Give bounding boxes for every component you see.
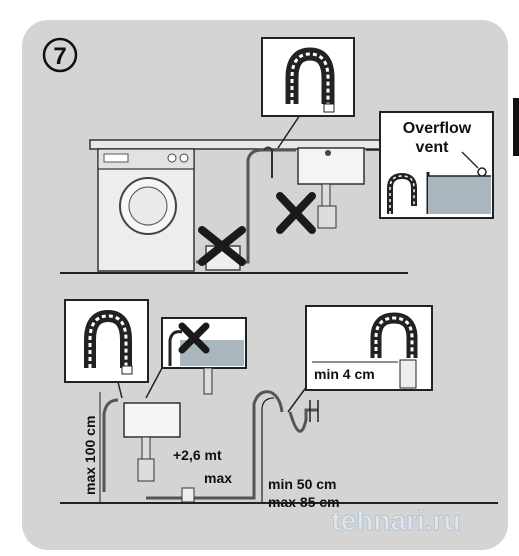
step-badge: 7 bbox=[42, 37, 78, 73]
overflow-label: Overflow bbox=[403, 120, 472, 137]
sink-callout-crossed bbox=[161, 317, 247, 369]
cross-icon bbox=[178, 322, 210, 354]
callout-leader bbox=[277, 114, 301, 149]
step-number: 7 bbox=[53, 43, 66, 70]
top-scene: Overflow vent bbox=[60, 37, 494, 274]
overflow-callout: Overflow vent bbox=[379, 111, 494, 219]
drain-hose-top bbox=[196, 148, 296, 264]
hose-joint bbox=[181, 487, 195, 503]
callout-leader bbox=[117, 381, 123, 399]
sink-top bbox=[297, 147, 365, 229]
loop-min-label: min 4 cm bbox=[314, 366, 375, 382]
extension-label-1: +2,6 mt bbox=[173, 447, 222, 463]
standpipe-label-2: max 85 cm bbox=[268, 494, 340, 510]
hose-callout-bottom bbox=[64, 299, 149, 383]
siphon bbox=[288, 408, 318, 433]
extension-hose bbox=[146, 390, 284, 500]
drain-hose-bottom bbox=[102, 398, 119, 492]
edge-mark bbox=[513, 98, 519, 156]
cross-icon bbox=[198, 226, 246, 266]
sink-trap bbox=[203, 367, 213, 395]
hose-callout-top bbox=[261, 37, 355, 117]
vent-label: vent bbox=[416, 139, 450, 156]
sink-bottom bbox=[123, 402, 181, 482]
hose-hook-top bbox=[263, 146, 273, 178]
cross-icon bbox=[276, 192, 316, 234]
height-max-label: max 100 cm bbox=[82, 416, 98, 495]
watermark-text: tehnari.ru bbox=[331, 505, 460, 536]
loop-callout: min 4 cm bbox=[305, 305, 433, 391]
callout-leader bbox=[145, 367, 163, 399]
standpipe-label-1: min 50 cm bbox=[268, 476, 336, 492]
washing-machine bbox=[97, 148, 195, 272]
bottom-scene: max 100 cm +2,6 mt max min 50 cm max 85 … bbox=[60, 299, 498, 510]
extension-label-2: max bbox=[204, 470, 232, 486]
